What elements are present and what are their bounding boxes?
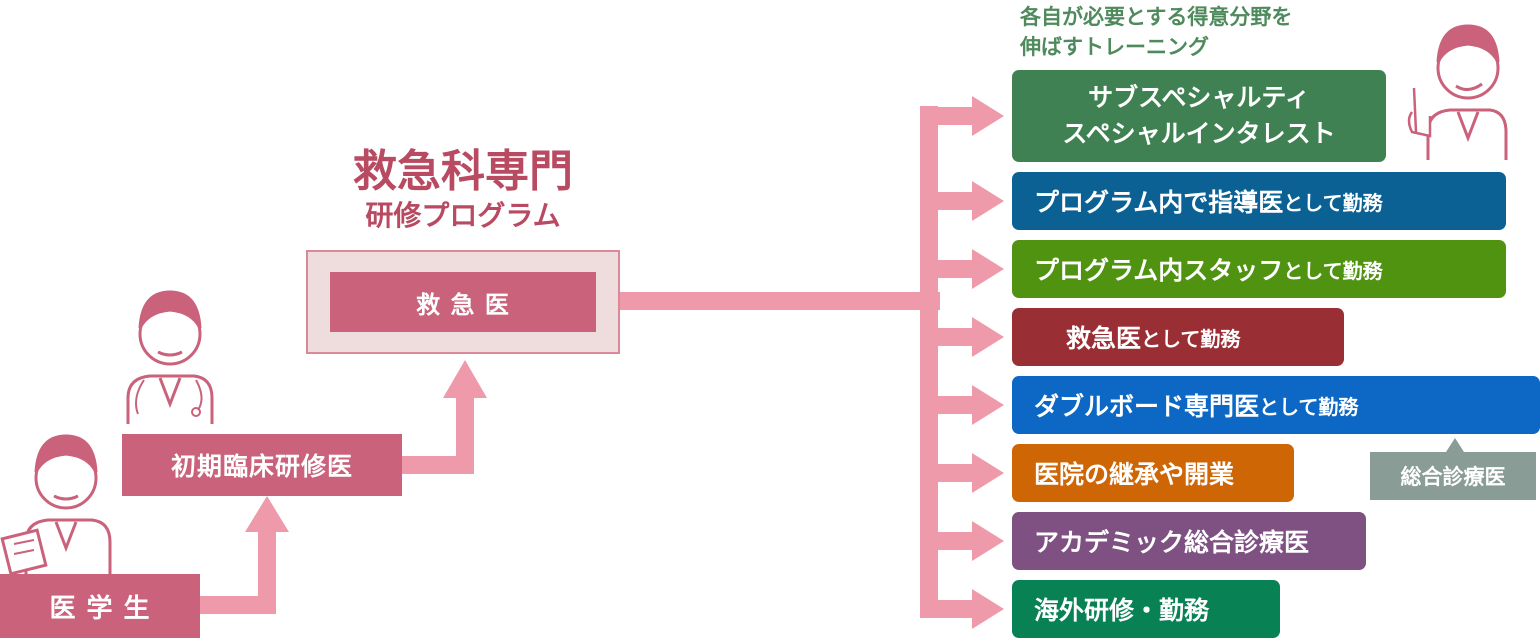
program-box: 救 急 医: [306, 250, 620, 354]
callout-general-practitioner: 総合診療医: [1370, 452, 1536, 500]
training-note-line2: 伸ばすトレーニング: [1020, 35, 1209, 59]
program-subtitle: 研修プログラム: [365, 199, 561, 232]
resident-box: 初期臨床研修医: [122, 434, 402, 496]
branch-arrow-1: [920, 192, 976, 210]
destination-main: 医院の継承や開業: [1034, 460, 1235, 489]
destination-main: プログラム内スタッフ: [1034, 256, 1284, 285]
destination-main: 海外研修・勤務: [1034, 596, 1210, 625]
destination-suffix: として勤務: [1283, 258, 1383, 283]
branch-arrow-head-4: [972, 385, 1004, 425]
emergency-physician-box: 救 急 医: [330, 272, 596, 332]
branch-arrow-0: [920, 107, 976, 125]
program-title: 救急科専門: [353, 146, 573, 197]
arrow-student-horizontal: [196, 596, 276, 614]
branch-arrow-head-0: [972, 96, 1004, 136]
branch-arrow-4: [920, 396, 976, 414]
destination-suffix: として勤務: [1283, 190, 1383, 215]
destination-emergency-physician: 救急医として勤務: [1012, 308, 1344, 366]
student-box: 医 学 生: [0, 574, 200, 638]
destination-program-instructor: プログラム内で指導医として勤務: [1012, 172, 1506, 230]
destination-subspecialty: サブスペシャルティ スペシャルインタレスト: [1012, 70, 1386, 162]
destination-main: アカデミック総合診療医: [1034, 528, 1310, 557]
training-note: 各自が必要とする得意分野を 伸ばすトレーニング: [1020, 2, 1360, 62]
destination-subspecialty-line2: スペシャルインタレスト: [1062, 119, 1336, 148]
branch-arrow-head-1: [972, 181, 1004, 221]
arrow-student-head: [245, 496, 289, 532]
branch-arrow-head-7: [972, 589, 1004, 629]
arrow-trunk-vertical: [920, 106, 938, 616]
branch-arrow-head-2: [972, 249, 1004, 289]
destination-subspecialty-line1: サブスペシャルティ: [1088, 83, 1310, 112]
branch-arrow-head-6: [972, 521, 1004, 561]
destination-main: プログラム内で指導医: [1034, 188, 1284, 217]
branch-arrow-head-5: [972, 453, 1004, 493]
arrow-resident-head: [443, 360, 487, 398]
branch-arrow-7: [920, 600, 976, 618]
arrow-student-vertical: [258, 526, 276, 614]
destination-main: 救急医: [1066, 324, 1142, 353]
destination-suffix: として勤務: [1259, 394, 1359, 419]
branch-arrow-head-3: [972, 317, 1004, 357]
training-note-line1: 各自が必要とする得意分野を: [1020, 5, 1293, 29]
arrow-resident-vertical: [456, 392, 474, 474]
branch-arrow-5: [920, 464, 976, 482]
destination-main: ダブルボード専門医: [1034, 392, 1260, 421]
arrow-main-horizontal: [620, 292, 940, 310]
arrow-resident-horizontal: [400, 456, 474, 474]
destination-suffix: として勤務: [1141, 326, 1241, 351]
branch-arrow-3: [920, 328, 976, 346]
destination-overseas: 海外研修・勤務: [1012, 580, 1280, 638]
branch-arrow-6: [920, 532, 976, 550]
destination-double-board: ダブルボード専門医として勤務: [1012, 376, 1540, 434]
destination-clinic: 医院の継承や開業: [1012, 444, 1294, 502]
destination-program-staff: プログラム内スタッフとして勤務: [1012, 240, 1506, 298]
branch-arrow-2: [920, 260, 976, 278]
destination-academic-gp: アカデミック総合診療医: [1012, 512, 1366, 570]
